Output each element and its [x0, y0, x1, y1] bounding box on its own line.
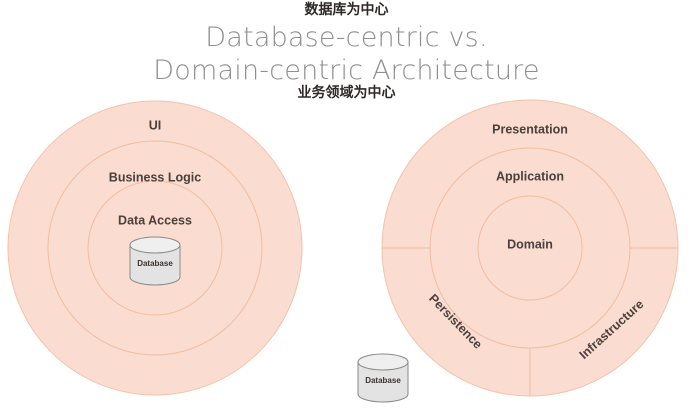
left-ring-label-business-logic: Business Logic — [109, 170, 201, 184]
left-ring-business-logic — [47, 140, 263, 356]
right-ring-label-domain: Domain — [507, 237, 553, 251]
right-ring-label-application: Application — [496, 169, 564, 183]
left-ring-data-access — [87, 180, 223, 316]
cylinder-body — [357, 361, 409, 403]
cylinder-top-ellipse — [357, 353, 409, 371]
left-database-cylinder: Database — [129, 236, 181, 286]
right-ring-label-presentation: Presentation — [492, 122, 568, 136]
cylinder-body — [129, 244, 181, 286]
cylinder-top-ellipse — [129, 236, 181, 254]
bottom-database-label: Database — [365, 376, 401, 385]
left-ring-label-ui: UI — [149, 118, 162, 132]
right-ring-domain — [477, 195, 583, 301]
left-database-label: Database — [137, 259, 173, 268]
bottom-database-cylinder: Database — [357, 353, 409, 403]
left-diagram: UI Business Logic Data Access Database — [7, 100, 303, 396]
right-diagram: Presentation Application Domain Persiste… — [381, 99, 679, 397]
left-ring-label-data-access: Data Access — [118, 213, 192, 227]
